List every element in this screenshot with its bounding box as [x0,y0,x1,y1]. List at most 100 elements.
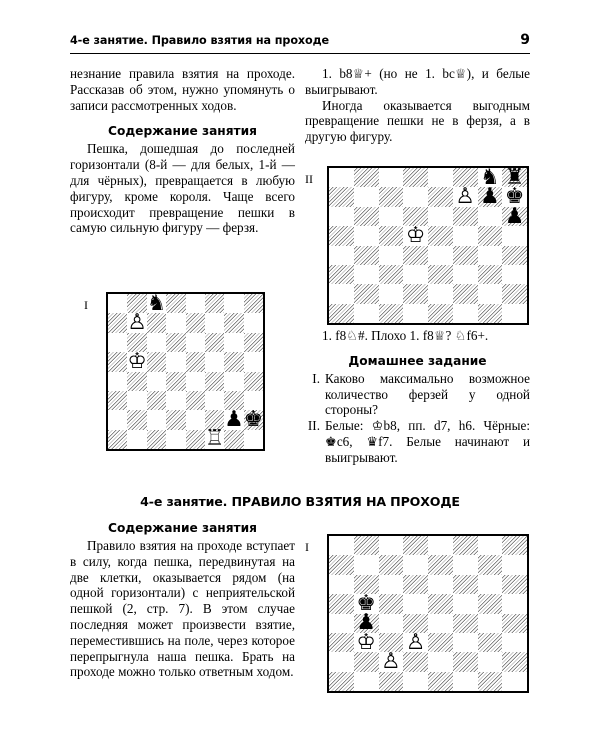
board-square-a6 [108,333,127,352]
board-square-c3 [146,390,167,411]
board-square-b8 [353,168,379,188]
board-square-b6 [127,332,147,353]
board-square-b1 [354,672,379,691]
left-column-bottom: Содержание занятия Правило взятия на про… [70,521,295,680]
board-square-c2 [147,410,166,429]
board-square-e3 [428,632,453,653]
board-square-g4 [224,372,243,391]
board-square-a8 [329,536,354,555]
board-square-e5 [428,594,453,614]
board-square-g5 [477,594,503,614]
board-square-a6 [329,207,354,226]
running-head: 4-е занятие. Правило взятия на проходе 9 [70,32,530,56]
board-square-c8 [379,168,404,187]
board-square-c7 [146,313,167,333]
right-column-middle: 1. f8♘#. Плохо 1. f8♕? ♘f6+. Домашнее за… [305,328,530,466]
board-square-f8 [452,536,478,556]
chess-piece-black-knight: ♞ [480,164,500,190]
list-item-number: I. [312,370,320,386]
board-square-b6 [353,206,379,227]
board-square-b1 [354,304,379,323]
list-item: I. Каково максимально возможное количест… [305,371,530,418]
board-square-f5 [205,352,224,371]
chess-piece-black-pawn: ♟ [356,610,376,636]
board-square-f4 [204,371,225,391]
board-square-d1 [166,430,185,449]
chess-piece-black-rook: ♜ [504,164,525,190]
board-square-d7 [403,555,428,574]
board-square-a2 [329,284,354,303]
board-square-d2 [403,652,428,672]
chess-piece-black-pawn: ♟ [224,407,244,433]
board-square-b7 [354,187,379,206]
board-square-d4 [403,613,428,633]
board-square-g2 [478,284,503,303]
chess-piece-black-king: ♚ [356,590,376,616]
board-square-d1 [403,304,428,323]
board-square-g6 [224,333,243,352]
right-column-top: 1. b8♕+ (но не 1. bc♕), и белые выигрыва… [305,66,530,145]
board-square-c1 [378,303,404,323]
board-square-a5 [329,226,354,246]
board-square-d7 [403,187,428,206]
board-square-c7 [378,555,404,575]
board-square-f4 [452,613,478,633]
board-square-h2 [502,652,527,672]
board-square-d8 [403,536,428,556]
board-square-e4 [428,246,453,265]
chess-piece-black-pawn: ♟ [480,184,500,210]
board-square-b8 [353,536,379,556]
board-square-a7 [108,313,128,333]
board-square-c5 [378,226,404,246]
board-square-g3 [477,264,503,285]
board-square-g1 [224,429,244,449]
board-square-c6 [147,333,166,352]
board-square-f2 [452,284,478,304]
board-square-a3 [329,632,354,653]
diagram-label: I [84,298,88,312]
chess-board: ♚♟♔♙♙ [327,534,529,693]
board-square-c5 [378,594,404,614]
board-square-d6 [403,574,428,595]
board-square-d5 [403,594,428,613]
board-square-f6 [452,206,478,227]
board-square-f8 [452,168,478,188]
diagram-label: II [305,172,313,186]
board-square-e7 [185,313,205,333]
board-square-b2 [353,284,379,304]
board-square-h8 [502,168,527,188]
board-square-e8 [428,168,453,187]
board-square-d3 [166,391,185,410]
board-square-h1 [502,304,527,323]
board-square-c4 [147,372,166,391]
board-square-g1 [477,671,503,691]
board-square-c5 [146,352,167,372]
board-square-f8 [204,294,225,314]
board-square-b3 [127,391,146,410]
board-square-g6 [478,207,503,226]
board-square-f6 [452,574,478,595]
board-square-f3 [453,265,478,284]
chess-board: ♞♙♔♟♚♖ [106,292,265,451]
board-square-h3 [502,265,527,284]
board-square-c1 [146,429,167,449]
board-square-f7 [453,555,478,574]
list-item-text: Каково максимально возможное количество … [325,370,530,418]
board-square-h4 [243,371,263,391]
board-square-c3 [378,264,404,285]
board-square-b4 [353,245,379,265]
running-head-title: 4-е занятие. Правило взятия на проходе [70,34,330,47]
board-square-h6 [502,574,527,595]
board-square-h5 [244,352,263,371]
board-square-a1 [108,429,128,449]
board-square-h5 [502,226,527,245]
chess-piece-white-pawn: ♙ [405,629,426,655]
chess-piece-black-pawn: ♟ [504,203,525,229]
move-line-1: 1. b8♕+ (но не 1. bc♕), и белые выигрыва… [305,66,530,97]
subheading-lesson-content-2: Содержание занятия [108,521,257,535]
board-square-g4 [478,614,503,633]
board-square-h6 [502,206,527,227]
board-square-e1 [185,429,205,449]
board-square-h4 [502,613,527,633]
